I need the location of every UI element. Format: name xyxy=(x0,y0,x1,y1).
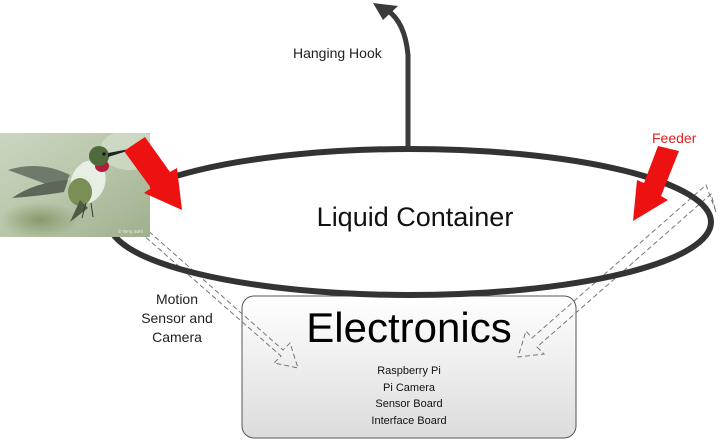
right-dashed-arrow xyxy=(517,184,717,358)
part-interface-board: Interface Board xyxy=(371,414,447,427)
part-sensor-board: Sensor Board xyxy=(375,398,443,410)
left-dashed-arrow xyxy=(105,204,299,369)
feeder-label: Feeder xyxy=(652,130,697,146)
hanging-hook-arrowhead xyxy=(373,3,398,20)
liquid-container-label: Liquid Container xyxy=(316,202,514,232)
hanging-hook-line xyxy=(385,7,411,148)
electronics-title: Electronics xyxy=(306,304,512,351)
photo-watermark: © Terry Sohl xyxy=(118,228,143,234)
motion-sensor-line-2: Sensor and xyxy=(141,310,213,326)
part-pi-camera: Pi Camera xyxy=(383,381,435,394)
motion-sensor-line-3: Camera xyxy=(152,329,202,345)
part-raspberry-pi: Raspberry Pi xyxy=(377,365,441,377)
dashed-arrows xyxy=(105,184,717,369)
hanging-hook-label: Hanging Hook xyxy=(293,45,382,61)
left-feeder-arrow xyxy=(124,137,182,210)
motion-sensor-label: Motion Sensor and Camera xyxy=(132,290,222,347)
motion-sensor-line-1: Motion xyxy=(155,291,199,307)
electronics-parts-list: Raspberry Pi Pi Camera Sensor Board Inte… xyxy=(242,363,576,429)
right-feeder-arrow xyxy=(633,146,679,221)
